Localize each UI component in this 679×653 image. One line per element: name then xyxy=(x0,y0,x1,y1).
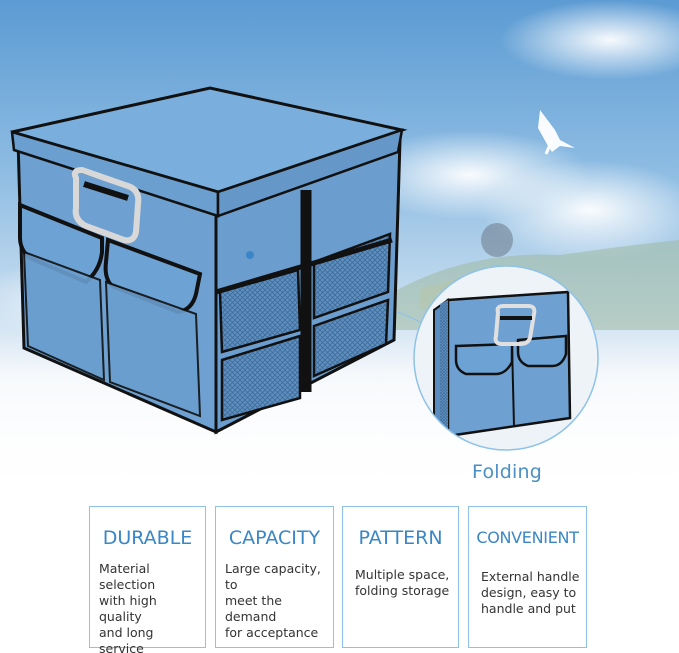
feature-desc: External handle design, easy to handle a… xyxy=(481,569,582,617)
callout-dot xyxy=(246,251,254,259)
feature-desc-line: External handle xyxy=(481,569,580,584)
mesh-pocket xyxy=(312,298,390,378)
feature-desc-line: Material selection xyxy=(99,561,156,592)
inset-border xyxy=(413,265,599,451)
storage-box xyxy=(10,86,408,435)
folded-pocket-flap xyxy=(516,334,568,368)
feature-desc-line: design, easy to xyxy=(481,585,577,600)
person-silhouette xyxy=(481,223,513,257)
folded-handle xyxy=(493,304,537,346)
folded-seam xyxy=(511,343,515,427)
seagull xyxy=(538,110,575,152)
feature-title: CONVENIENT xyxy=(476,528,579,547)
folding-label: Folding xyxy=(472,461,542,483)
lid-flap-side xyxy=(216,128,404,218)
feature-title: CAPACITY xyxy=(228,527,321,549)
feature-desc-line: Large capacity, to xyxy=(225,561,321,592)
feature-desc: Material selection with high quality and… xyxy=(99,561,201,653)
folding-inset xyxy=(413,265,599,451)
seagull xyxy=(544,139,554,155)
feature-desc-line: and long service xyxy=(99,625,154,653)
feature-title: DURABLE xyxy=(102,527,193,549)
feature-card-pattern: PATTERN Multiple space, folding storage xyxy=(342,506,459,648)
feature-desc-line: Multiple space, xyxy=(355,567,450,582)
feature-card-convenient: CONVENIENT External handle design, easy … xyxy=(468,506,587,648)
feature-card-durable: DURABLE Material selection with high qua… xyxy=(89,506,206,653)
feature-card-capacity: CAPACITY Large capacity, to meet the dem… xyxy=(215,506,334,648)
mesh-pocket xyxy=(220,334,302,422)
feature-desc-line: for acceptance xyxy=(225,625,319,640)
folded-pocket-flap xyxy=(454,342,514,376)
front-pocket xyxy=(22,250,106,382)
feature-desc: Multiple space, folding storage xyxy=(355,567,454,599)
cloud xyxy=(480,160,679,260)
front-pocket xyxy=(104,280,202,418)
feature-desc-line: meet the demand xyxy=(225,593,282,624)
feature-title: PATTERN xyxy=(358,527,443,549)
folded-mesh xyxy=(440,300,448,436)
side-strap xyxy=(215,237,393,295)
handle-strap xyxy=(83,181,129,201)
cloud xyxy=(500,0,679,80)
feature-desc-line: handle and put xyxy=(481,601,576,616)
feature-desc: Large capacity, to meet the demand for a… xyxy=(225,561,329,641)
aluminum-handle xyxy=(71,166,142,244)
feature-desc-line: with high quality xyxy=(99,593,157,624)
feature-desc-line: folding storage xyxy=(355,583,450,598)
